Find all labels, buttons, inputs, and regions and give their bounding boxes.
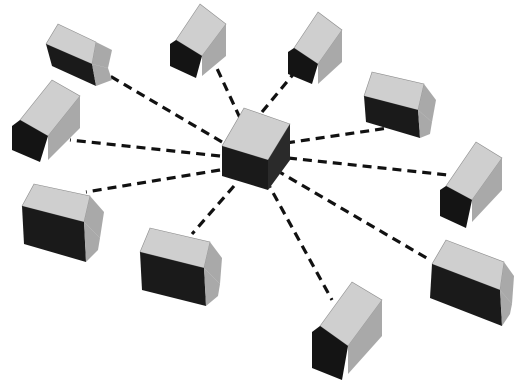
link-to-house-right-middle: [287, 156, 449, 177]
link-to-house-bottom-right: [275, 168, 431, 262]
link-to-house-bottom-center: [190, 184, 236, 236]
hub-box: [221, 107, 291, 190]
house-icon-left-upper: [12, 79, 81, 162]
link-to-house-left-lower: [85, 168, 221, 194]
house-icon-top-right: [288, 11, 343, 84]
link-to-house-right-upper: [285, 126, 389, 145]
house-icon-bottom-center: [139, 227, 222, 306]
house-icon-bottom: [312, 281, 383, 380]
house-icon-left-lower: [21, 183, 104, 262]
link-to-house-bottom: [264, 179, 334, 301]
connection-links: [69, 61, 449, 301]
house-icon-right-upper: [363, 71, 436, 138]
house-icon-top-center: [170, 3, 227, 78]
link-to-house-top-left: [109, 74, 223, 144]
house-icon-top-left: [45, 23, 112, 86]
house-icon-bottom-right: [430, 239, 514, 326]
link-to-house-top-center: [212, 61, 242, 119]
link-to-house-left-upper: [69, 138, 221, 158]
house-icon-right-middle: [440, 141, 503, 228]
